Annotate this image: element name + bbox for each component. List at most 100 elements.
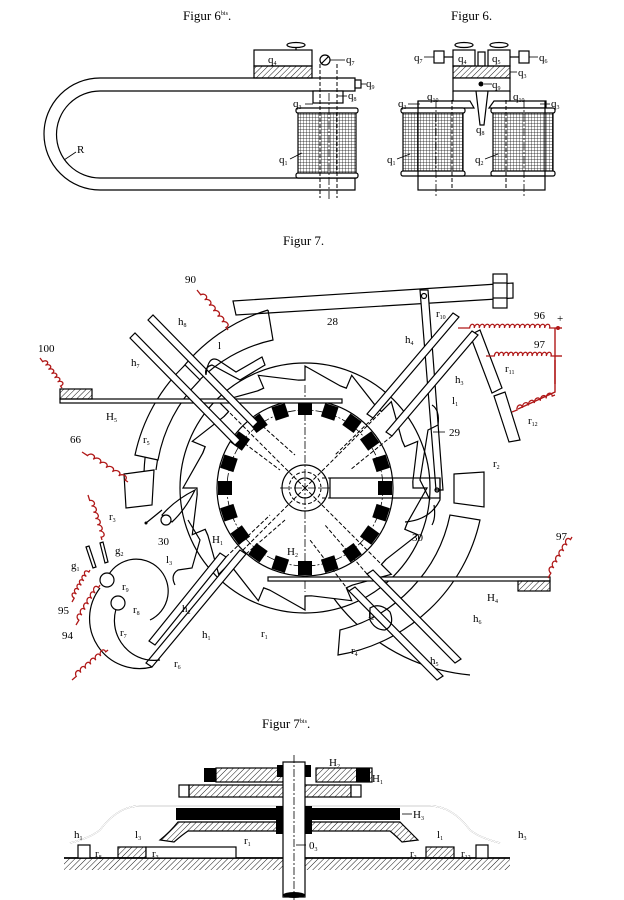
fig6bis-labels: q4 q7 q9 q8 q3 q1 R <box>63 54 375 167</box>
svg-text:h1: h1 <box>74 829 83 842</box>
segment-r12 <box>493 391 521 443</box>
svg-text:H2: H2 <box>287 546 298 559</box>
pivot-q9 <box>478 81 484 87</box>
svg-text:h1: h1 <box>202 629 211 642</box>
contact-g2 <box>99 541 109 564</box>
arm-h2 <box>148 552 227 646</box>
spring-100 <box>39 357 64 389</box>
segment-r11 <box>469 329 503 394</box>
figure-7bis-title: Figur 7bis. <box>262 716 310 731</box>
svg-text:h4: h4 <box>405 334 414 347</box>
svg-text:97: 97 <box>534 339 546 351</box>
hatched-plate <box>253 65 313 79</box>
terminal-q9 <box>354 79 362 89</box>
svg-text:r8: r8 <box>95 848 102 861</box>
svg-text:100: 100 <box>38 343 55 355</box>
contact-block <box>359 525 380 545</box>
svg-text:95: 95 <box>58 605 70 617</box>
support-r2 <box>425 846 455 859</box>
svg-text:H1: H1 <box>212 534 223 547</box>
svg-text:q3: q3 <box>551 98 560 111</box>
svg-text:h3: h3 <box>518 829 527 842</box>
fig6-labels: q7 q4 q5 q6 q3 q9 q10 q10 q3 q3 q8 q1 q2 <box>387 52 560 167</box>
svg-text:q6: q6 <box>539 52 548 65</box>
svg-text:q4: q4 <box>268 54 277 67</box>
svg-text:90: 90 <box>185 274 197 286</box>
svg-text:H3: H3 <box>413 809 424 822</box>
svg-text:30: 30 <box>158 536 170 548</box>
figure-7-title: Figur 7. <box>283 233 324 248</box>
lever-l3 <box>172 519 201 586</box>
figure-7bis: Figur 7bis. H2 H <box>64 716 527 900</box>
arm-h1 <box>145 549 247 668</box>
svg-text:q1: q1 <box>279 154 288 167</box>
svg-text:r10: r10 <box>436 308 446 321</box>
svg-text:r9: r9 <box>122 581 129 594</box>
svg-text:q1: q1 <box>387 154 396 167</box>
figure-6bis: Figur 6bis. q4 q7 q9 q8 q3 q1 <box>43 8 375 200</box>
contact-block <box>271 403 290 421</box>
svg-text:q4: q4 <box>458 53 467 66</box>
svg-text:q3: q3 <box>518 67 527 80</box>
contact-block <box>298 401 312 415</box>
contact-r8 <box>110 595 126 611</box>
anchor-h5 <box>59 388 93 400</box>
svg-text:r3: r3 <box>109 511 116 524</box>
contact-blocks <box>218 401 392 575</box>
svg-text:r8: r8 <box>133 604 140 617</box>
svg-text:l: l <box>218 340 221 352</box>
svg-text:h6: h6 <box>473 613 482 626</box>
svg-text:q10: q10 <box>427 91 439 104</box>
block-q4 <box>253 49 313 67</box>
spiral-contact-outer <box>106 558 169 621</box>
svg-text:r6: r6 <box>174 658 181 671</box>
catch-30-left <box>161 488 197 523</box>
lever-l <box>205 356 266 381</box>
fig7-labels: 90 100 66 96 97 97 + 95 94 28 29 30 30 h… <box>38 274 568 671</box>
svg-text:q9: q9 <box>492 79 501 92</box>
spring-90 <box>196 289 229 331</box>
svg-text:r12: r12 <box>528 415 538 428</box>
contact-r9 <box>99 572 115 588</box>
contact-block <box>220 454 238 473</box>
contact-block <box>218 481 232 495</box>
svg-text:94: 94 <box>62 630 74 642</box>
yoke <box>417 175 546 191</box>
svg-text:l1: l1 <box>437 829 443 842</box>
svg-text:r1: r1 <box>261 628 268 641</box>
figure-6: Figur 6. q7 q4 <box>387 8 560 198</box>
figure-6-title: Figur 6. <box>451 8 492 23</box>
spring-r3 <box>87 494 105 541</box>
fig7bis-labels: H2 H1 H3 h1 h3 l3 l1 r1 r8 r3 r2 r12 03 <box>74 757 527 861</box>
svg-text:H2: H2 <box>329 757 340 770</box>
spring-97a <box>486 351 555 357</box>
svg-text:H1: H1 <box>372 773 383 786</box>
segment-r2 <box>453 471 485 508</box>
brush-arms <box>129 312 479 681</box>
adjust-knob <box>286 41 306 49</box>
svg-text:h7: h7 <box>131 357 140 370</box>
svg-text:r5: r5 <box>143 434 150 447</box>
core-q3 <box>312 90 344 104</box>
arm-h6 <box>366 569 462 664</box>
coil-q1 <box>402 111 464 173</box>
contact-block <box>220 503 238 522</box>
contact-block <box>378 481 392 495</box>
contact-block <box>372 454 390 473</box>
magnet-r <box>43 77 356 191</box>
arm-h5 <box>348 586 444 681</box>
svg-text:l2: l2 <box>368 609 374 622</box>
svg-text:q7: q7 <box>346 54 355 67</box>
svg-text:66: 66 <box>70 434 82 446</box>
svg-text:R: R <box>77 144 85 156</box>
svg-text:28: 28 <box>327 316 339 328</box>
svg-text:30: 30 <box>412 532 424 544</box>
svg-text:h8: h8 <box>178 316 187 329</box>
svg-text:l1: l1 <box>452 395 458 408</box>
spring-94 <box>75 584 101 626</box>
svg-text:r11: r11 <box>505 363 514 376</box>
disc-h1 <box>188 784 352 798</box>
armature-q8 <box>475 90 489 126</box>
svg-text:l3: l3 <box>166 554 172 567</box>
svg-text:29: 29 <box>449 427 461 439</box>
